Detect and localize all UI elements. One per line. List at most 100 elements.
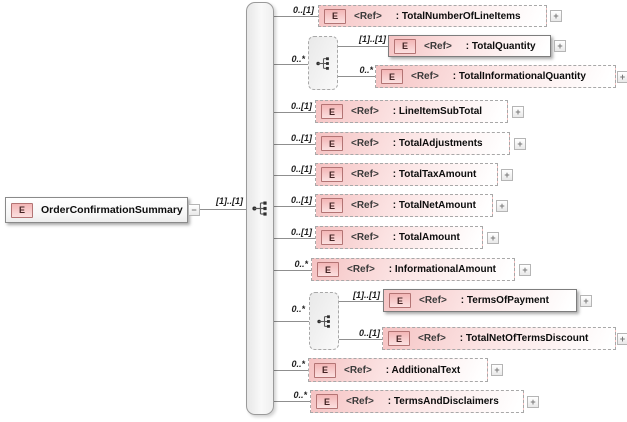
connector xyxy=(274,321,309,322)
element-ref: <Ref> xyxy=(354,10,382,22)
element-ref: <Ref> xyxy=(351,106,379,117)
expand-icon[interactable]: + xyxy=(501,169,513,181)
element-icon: E xyxy=(381,69,403,84)
element-icon: E xyxy=(388,331,410,346)
element-ref: <Ref> xyxy=(419,295,447,306)
connector xyxy=(274,16,318,17)
element-box-line-item-sub-total[interactable]: E <Ref> : LineItemSubTotal xyxy=(315,100,508,123)
cardinality-label: [1]..[1] xyxy=(353,290,380,300)
cardinality-label: 0..[1] xyxy=(290,164,312,174)
sequence-compositor-bar[interactable] xyxy=(246,2,274,415)
expand-icon[interactable]: + xyxy=(527,396,539,408)
connector xyxy=(274,206,315,207)
expand-icon[interactable]: + xyxy=(617,333,627,345)
expand-icon[interactable]: + xyxy=(512,106,524,118)
element-ref: <Ref> xyxy=(351,200,379,211)
element-icon: E xyxy=(317,262,339,277)
element-name: : TotalNetOfTermsDiscount xyxy=(459,333,589,344)
element-box-terms-of-payment[interactable]: E <Ref> : TermsOfPayment xyxy=(383,289,577,312)
connector xyxy=(274,238,315,239)
element-ref: <Ref> xyxy=(351,169,379,180)
element-box-total-informational-quantity[interactable]: E <Ref> : TotalInformationalQuantity xyxy=(375,65,616,88)
element-box-total-quantity[interactable]: E <Ref> : TotalQuantity xyxy=(388,35,551,57)
connector xyxy=(274,112,315,113)
cardinality-label: 0..* xyxy=(291,359,305,369)
connector xyxy=(337,76,375,77)
element-name: : TotalAdjustments xyxy=(392,138,483,149)
element-ref: <Ref> xyxy=(411,71,439,82)
element-icon: E xyxy=(11,202,33,218)
element-icon: E xyxy=(321,230,343,245)
expand-icon[interactable]: + xyxy=(617,71,627,83)
connector xyxy=(274,175,315,176)
connector xyxy=(337,46,388,47)
element-icon: E xyxy=(394,38,416,54)
element-icon: E xyxy=(321,104,343,119)
element-name: : InformationalAmount xyxy=(388,264,497,275)
connector xyxy=(274,370,308,371)
cardinality-label: [1]..[1] xyxy=(216,196,243,206)
expand-icon[interactable]: + xyxy=(550,10,562,22)
element-name: OrderConfirmationSummary xyxy=(41,204,183,216)
cardinality-label: 0..[1] xyxy=(292,5,314,15)
cardinality-label: 0..[1] xyxy=(290,195,312,205)
connector xyxy=(274,144,315,145)
cardinality-label: 0..[1] xyxy=(290,227,312,237)
collapse-icon[interactable]: − xyxy=(188,204,200,216)
element-ref: <Ref> xyxy=(347,264,375,275)
cardinality-label: 0..[1] xyxy=(358,328,380,338)
element-box-total-net-of-terms-discount[interactable]: E <Ref> : TotalNetOfTermsDiscount xyxy=(382,327,616,350)
element-icon: E xyxy=(389,293,411,308)
element-ref: <Ref> xyxy=(346,396,374,407)
element-box-total-amount[interactable]: E <Ref> : TotalAmount xyxy=(315,226,483,249)
expand-icon[interactable]: + xyxy=(496,200,508,212)
connector-root xyxy=(200,209,247,210)
element-icon: E xyxy=(321,167,343,182)
element-box-total-tax-amount[interactable]: E <Ref> : TotalTaxAmount xyxy=(315,163,498,186)
element-name: : TotalNumberOfLineItems xyxy=(395,10,521,22)
cardinality-label: 0..[1] xyxy=(290,133,312,143)
element-box-order-confirmation-summary[interactable]: E OrderConfirmationSummary xyxy=(5,197,188,223)
connector xyxy=(338,339,382,340)
element-icon: E xyxy=(324,8,346,24)
element-ref: <Ref> xyxy=(351,138,379,149)
cardinality-label: 0..* xyxy=(293,390,307,400)
expand-icon[interactable]: + xyxy=(580,295,592,307)
element-box-total-number-of-line-items[interactable]: E <Ref> : TotalNumberOfLineItems xyxy=(318,5,547,27)
expand-icon[interactable]: + xyxy=(514,138,526,150)
expand-icon[interactable]: + xyxy=(491,364,503,376)
cardinality-label: 0..* xyxy=(291,304,305,314)
element-name: : TermsOfPayment xyxy=(460,295,549,306)
expand-icon[interactable]: + xyxy=(487,232,499,244)
element-name: : TotalInformationalQuantity xyxy=(452,71,586,82)
quantity-group-compositor[interactable] xyxy=(308,36,338,90)
element-box-total-adjustments[interactable]: E <Ref> : TotalAdjustments xyxy=(315,132,510,155)
expand-icon[interactable]: + xyxy=(554,40,566,52)
element-name: : TotalTaxAmount xyxy=(392,169,477,180)
element-box-additional-text[interactable]: E <Ref> : AdditionalText xyxy=(308,358,488,382)
element-name: : TotalQuantity xyxy=(465,40,536,52)
element-box-terms-and-disclaimers[interactable]: E <Ref> : TermsAndDisclaimers xyxy=(310,390,524,413)
expand-icon[interactable]: + xyxy=(519,264,531,276)
cardinality-label: 0..* xyxy=(359,65,373,75)
element-icon: E xyxy=(321,136,343,151)
element-box-informational-amount[interactable]: E <Ref> : InformationalAmount xyxy=(311,258,515,281)
cardinality-label: 0..* xyxy=(291,54,305,64)
element-name: : TotalNetAmount xyxy=(392,200,476,211)
element-ref: <Ref> xyxy=(344,364,372,376)
element-ref: <Ref> xyxy=(424,40,452,52)
compositor-icon xyxy=(315,56,329,70)
compositor-icon xyxy=(316,314,330,328)
connector xyxy=(338,301,383,302)
element-box-total-net-amount[interactable]: E <Ref> : TotalNetAmount xyxy=(315,194,493,217)
element-name: : LineItemSubTotal xyxy=(392,106,483,117)
cardinality-label: 0..[1] xyxy=(290,101,312,111)
element-icon: E xyxy=(316,394,338,409)
element-ref: <Ref> xyxy=(351,232,379,243)
element-name: : TotalAmount xyxy=(392,232,460,243)
compositor-icon xyxy=(251,201,267,216)
terms-group-compositor[interactable] xyxy=(309,292,339,350)
element-ref: <Ref> xyxy=(418,333,446,344)
element-name: : TermsAndDisclaimers xyxy=(387,396,499,407)
